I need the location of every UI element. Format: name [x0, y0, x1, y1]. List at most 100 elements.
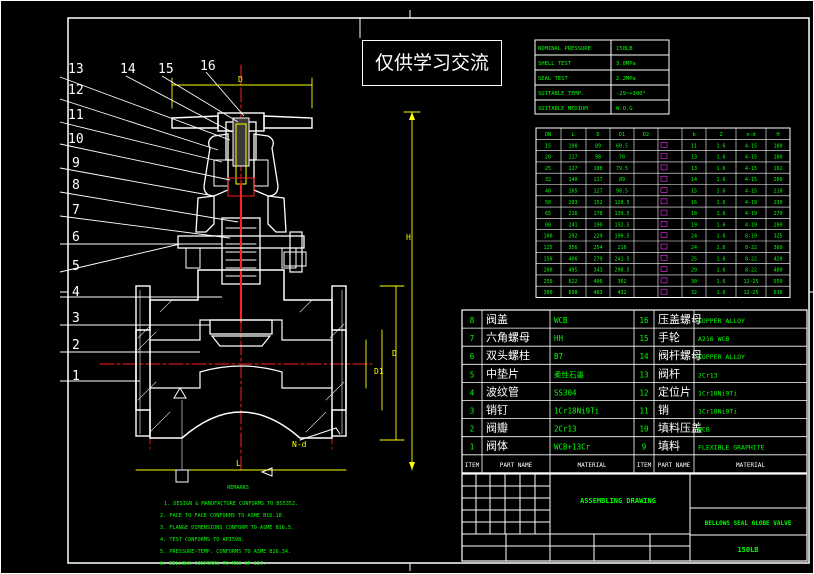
dim-table-cell: 406	[593, 279, 602, 285]
dim-table-cell: 360	[773, 245, 782, 251]
dim-table-marker	[660, 198, 668, 205]
dim-table-cell: 1.6	[716, 211, 725, 217]
parts-table-cell: 2Cr13	[698, 371, 718, 379]
dim-table-cell: 1.6	[716, 256, 725, 262]
parts-table-cell: 9	[642, 443, 647, 452]
dim-table-marker	[660, 243, 668, 250]
dim-table-cell: 120.5	[614, 200, 629, 206]
dim-table-cell: 70	[619, 155, 625, 161]
note-line: 1. DESIGN & MANUFACTURE CONFORMS TO BS53…	[164, 501, 298, 507]
spec-value: 150LB	[616, 46, 633, 52]
dim-table-cell: 290	[773, 222, 782, 228]
dim-table-cell: 4-15	[745, 155, 757, 161]
callout-3: 3	[72, 311, 80, 326]
parts-table-cell: COPPER ALLOY	[698, 353, 745, 361]
spec-value: 3.0MPa	[616, 61, 636, 67]
dim-table-cell: 1.6	[716, 177, 725, 183]
dim-table-cell: 420	[773, 256, 782, 262]
spec-value: 2.2MPa	[616, 76, 636, 82]
dim-table-cell: 79.5	[616, 166, 628, 172]
parts-table-cell: 11	[639, 407, 648, 416]
parts-table-cell: 中垫片	[486, 366, 519, 380]
callout-11: 11	[68, 108, 84, 123]
dim-table-cell: 1.6	[716, 166, 725, 172]
parts-table-cell: 7	[470, 334, 475, 343]
dim-table-cell: 40	[545, 189, 551, 195]
drawing-type-label: ASSEMBLING DRAWING	[580, 497, 656, 505]
spec-table: NOMINAL PRESSURE 150LB SHELL TEST 3.0MPa…	[534, 39, 670, 115]
parts-table-cell: 填料	[658, 439, 680, 453]
dim-table-cell: 13	[691, 166, 697, 172]
spec-label: SUITABLE TEMP.	[538, 91, 584, 97]
dim-table-cell: 550	[773, 279, 782, 285]
parts-table-cell: 3	[470, 407, 475, 416]
dim-table-header: D2	[643, 132, 649, 138]
dim-table-cell: 100	[543, 234, 552, 240]
dim-table-header: L	[571, 132, 574, 138]
callout-8: 8	[72, 178, 80, 193]
dim-table-cell: 8-19	[745, 234, 757, 240]
dim-table-cell: 50	[545, 200, 551, 206]
parts-table-cell: 波纹管	[486, 384, 519, 398]
dim-table-marker	[660, 175, 668, 182]
dim-table-cell: 270	[773, 211, 782, 217]
dim-table-cell: 180	[773, 155, 782, 161]
parts-table-cell: 六角螺母	[486, 331, 530, 344]
parts-table-cell: 填料压盖	[658, 421, 702, 435]
dim-table-header: Z	[719, 132, 722, 138]
dim-table-cell: 180	[773, 143, 782, 149]
parts-table-cell: A216 WCB	[698, 335, 729, 343]
dim-table-cell: 89	[619, 177, 625, 183]
parts-table-cell: COPPER ALLOY	[698, 317, 745, 325]
parts-table-cell: SS304	[554, 388, 577, 397]
callouts: 1 2 3 4 5 6 7 8 9 10 11 12 13 14 15 16	[68, 59, 216, 384]
dim-table-cell: 80	[545, 222, 551, 228]
parts-table-cell: 1Cr18Ni9Ti	[554, 407, 599, 416]
parts-table-cell: B7	[554, 352, 563, 361]
dim-l: L	[236, 459, 241, 468]
dim-table-cell: 4-15	[745, 143, 757, 149]
dim-table-cell: 139.5	[614, 211, 629, 217]
parts-table-cell: HH	[554, 334, 564, 343]
parts-table-header: ITEM	[465, 462, 480, 469]
parts-table-cell: 13	[639, 370, 648, 379]
dim-nd: N-d	[292, 440, 307, 449]
dim-table-cell: 229	[593, 234, 602, 240]
dim-table-cell: 108	[568, 143, 577, 149]
parts-table-header: MATERIAL	[578, 462, 607, 469]
dim-table-cell: 1.6	[716, 155, 725, 161]
dim-table-cell: 4-15	[745, 177, 757, 183]
dim-table-header: D	[596, 132, 599, 138]
parts-table-cell: 阀杆	[658, 366, 680, 380]
rating-label: 150LB	[737, 546, 758, 554]
dim-table-cell: 216	[617, 245, 626, 251]
dim-table-cell: 1.6	[716, 290, 725, 296]
callout-13: 13	[68, 62, 84, 77]
parts-table-cell: 12	[639, 388, 648, 397]
dim-table-cell: 1.6	[716, 245, 725, 251]
parts-table-cell: 2	[470, 425, 475, 434]
dim-table-cell: 480	[773, 268, 782, 274]
callout-2: 2	[72, 338, 80, 353]
dim-h: H	[406, 233, 411, 242]
dim-table-cell: 165	[568, 189, 577, 195]
callout-5: 5	[72, 259, 80, 274]
dim-table-marker	[660, 164, 668, 171]
dim-table-cell: 127	[593, 189, 602, 195]
parts-table-cell: WCB	[554, 316, 568, 325]
parts-table-cell: 阀盖	[486, 312, 508, 326]
parts-table-cell: 双头螺柱	[486, 348, 530, 362]
dim-table-cell: 152	[593, 200, 602, 206]
dim-table-cell: 12-25	[743, 279, 758, 285]
dim-table-cell: 19	[691, 222, 697, 228]
dim-table-cell: 4-15	[745, 189, 757, 195]
parts-table-cell: 压盖螺母	[658, 312, 702, 326]
dim-table-marker	[660, 266, 668, 272]
dim-table-cell: 108	[593, 166, 602, 172]
dim-table-cell: 1.6	[716, 189, 725, 195]
dim-table-cell: 15	[545, 143, 551, 149]
dim-table-cell: 362	[617, 279, 626, 285]
product-name-label: BELLOWS SEAL GLOBE VALVE	[705, 520, 792, 527]
dim-table-cell: 200	[773, 177, 782, 183]
dim-table-cell: 432	[617, 290, 626, 296]
